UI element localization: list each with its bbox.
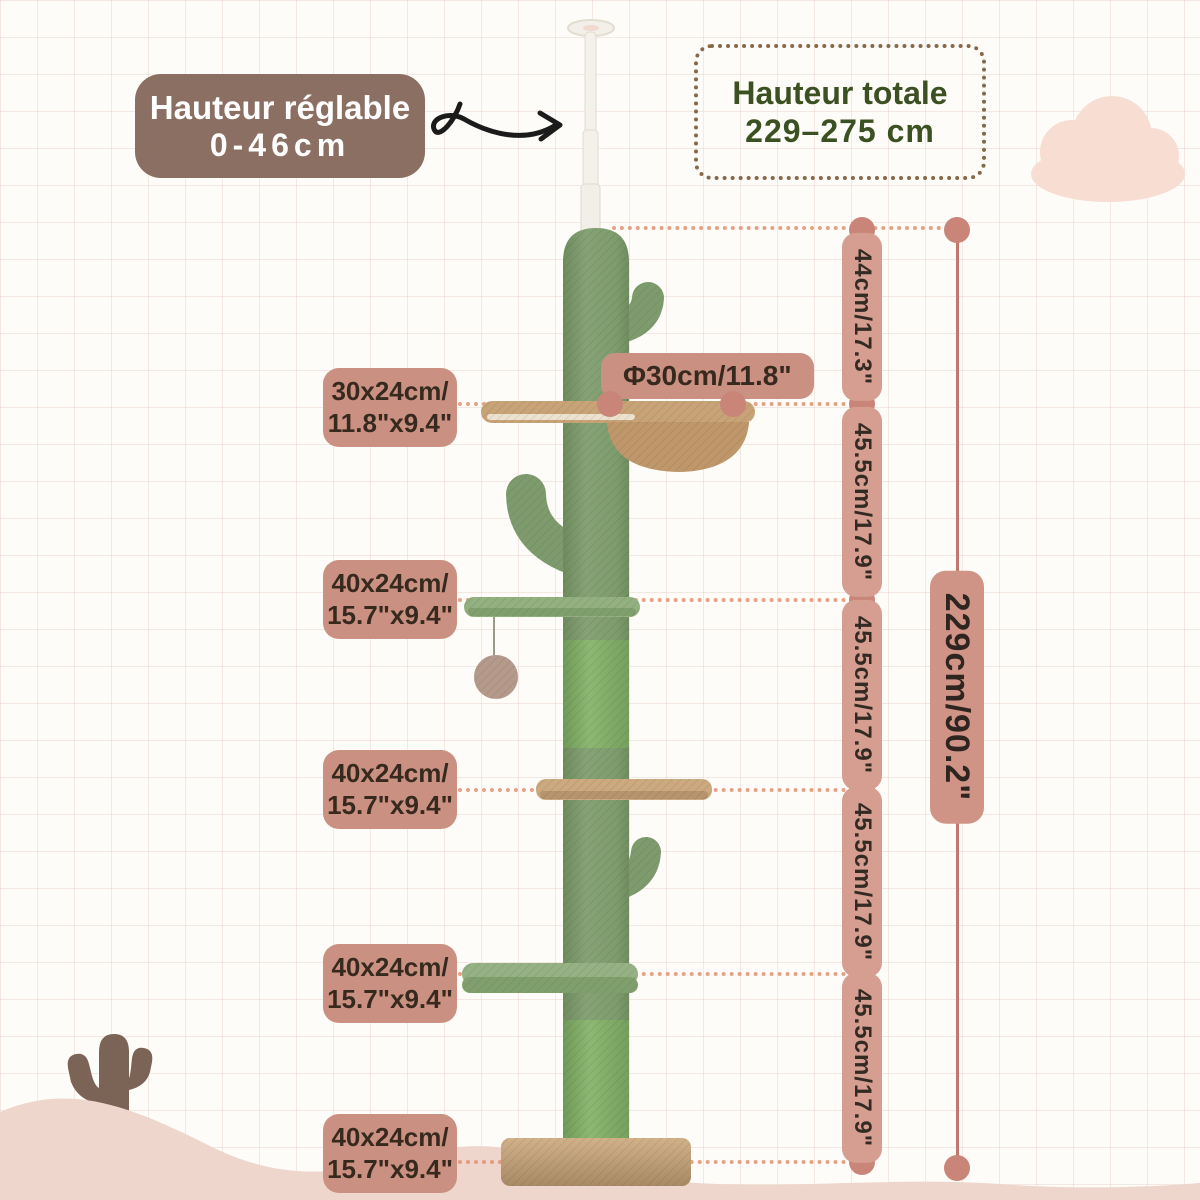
cloud-icon: [1031, 96, 1185, 202]
total-height-box: Hauteur totale 229–275 cm: [694, 44, 986, 180]
leader-line-platform-4: [458, 972, 862, 976]
measure-dot: [944, 1155, 970, 1181]
total-height-range: 229–275 cm: [745, 113, 935, 149]
platform-green-lower: [462, 963, 638, 993]
size-line1: 30x24cm/: [331, 376, 449, 406]
sand-wave-shape: [0, 1098, 1200, 1200]
hammock-diameter-dot: [720, 391, 746, 417]
size-line2: 15.7"x9.4": [327, 983, 453, 1014]
segment-measure-label-5: 45.5cm/17.9": [842, 972, 882, 1164]
platform-size-label-3: 40x24cm/ 15.7"x9.4": [323, 750, 457, 830]
platform-tan-middle: [536, 779, 712, 800]
adjustable-height-text: Hauteur réglable: [149, 88, 411, 126]
size-line1: 40x24cm/: [331, 1122, 449, 1152]
platform-green-upper: [464, 597, 640, 617]
adjustable-height-range: 0-46cm: [209, 126, 351, 163]
total-measure-label: 229cm/90.2": [930, 570, 984, 824]
platform-size-label-1: 30x24cm/ 11.8"x9.4": [323, 368, 457, 448]
ceiling-pole: [567, 19, 615, 235]
diameter-label: Φ30cm/11.8": [601, 353, 814, 399]
segment-measure-label-2: 45.5cm/17.9": [842, 406, 882, 598]
hammock-diameter-dot: [597, 391, 623, 417]
curved-arrow-icon: [431, 101, 563, 142]
total-height-title: Hauteur totale: [732, 74, 948, 111]
size-line2: 15.7"x9.4": [327, 789, 453, 820]
pom-pom-toy: [474, 617, 518, 699]
segment-measure-label-3: 45.5cm/17.9": [842, 599, 882, 791]
ceiling-disc-highlight: [583, 25, 599, 31]
segment-measure-label-4: 45.5cm/17.9": [842, 786, 882, 978]
adjustable-height-badge: Hauteur réglable 0-46cm: [135, 74, 425, 178]
size-line2: 15.7"x9.4": [327, 1153, 453, 1184]
cactus-trunk: [563, 228, 629, 1166]
platform-size-label-2: 40x24cm/ 15.7"x9.4": [323, 560, 457, 640]
size-line2: 15.7"x9.4": [327, 599, 453, 630]
platform-size-label-5: 40x24cm/ 15.7"x9.4": [323, 1114, 457, 1194]
leader-line-top: [612, 226, 957, 230]
size-line1: 40x24cm/: [331, 952, 449, 982]
size-line2: 11.8"x9.4": [327, 407, 453, 438]
base-platform: [501, 1138, 691, 1186]
size-line1: 40x24cm/: [331, 758, 449, 788]
platform-size-label-4: 40x24cm/ 15.7"x9.4": [323, 944, 457, 1024]
measure-dot: [944, 217, 970, 243]
segment-measure-label-1: 44cm/17.3": [842, 232, 882, 402]
leader-line-platform-2: [458, 598, 862, 602]
size-line1: 40x24cm/: [331, 568, 449, 598]
